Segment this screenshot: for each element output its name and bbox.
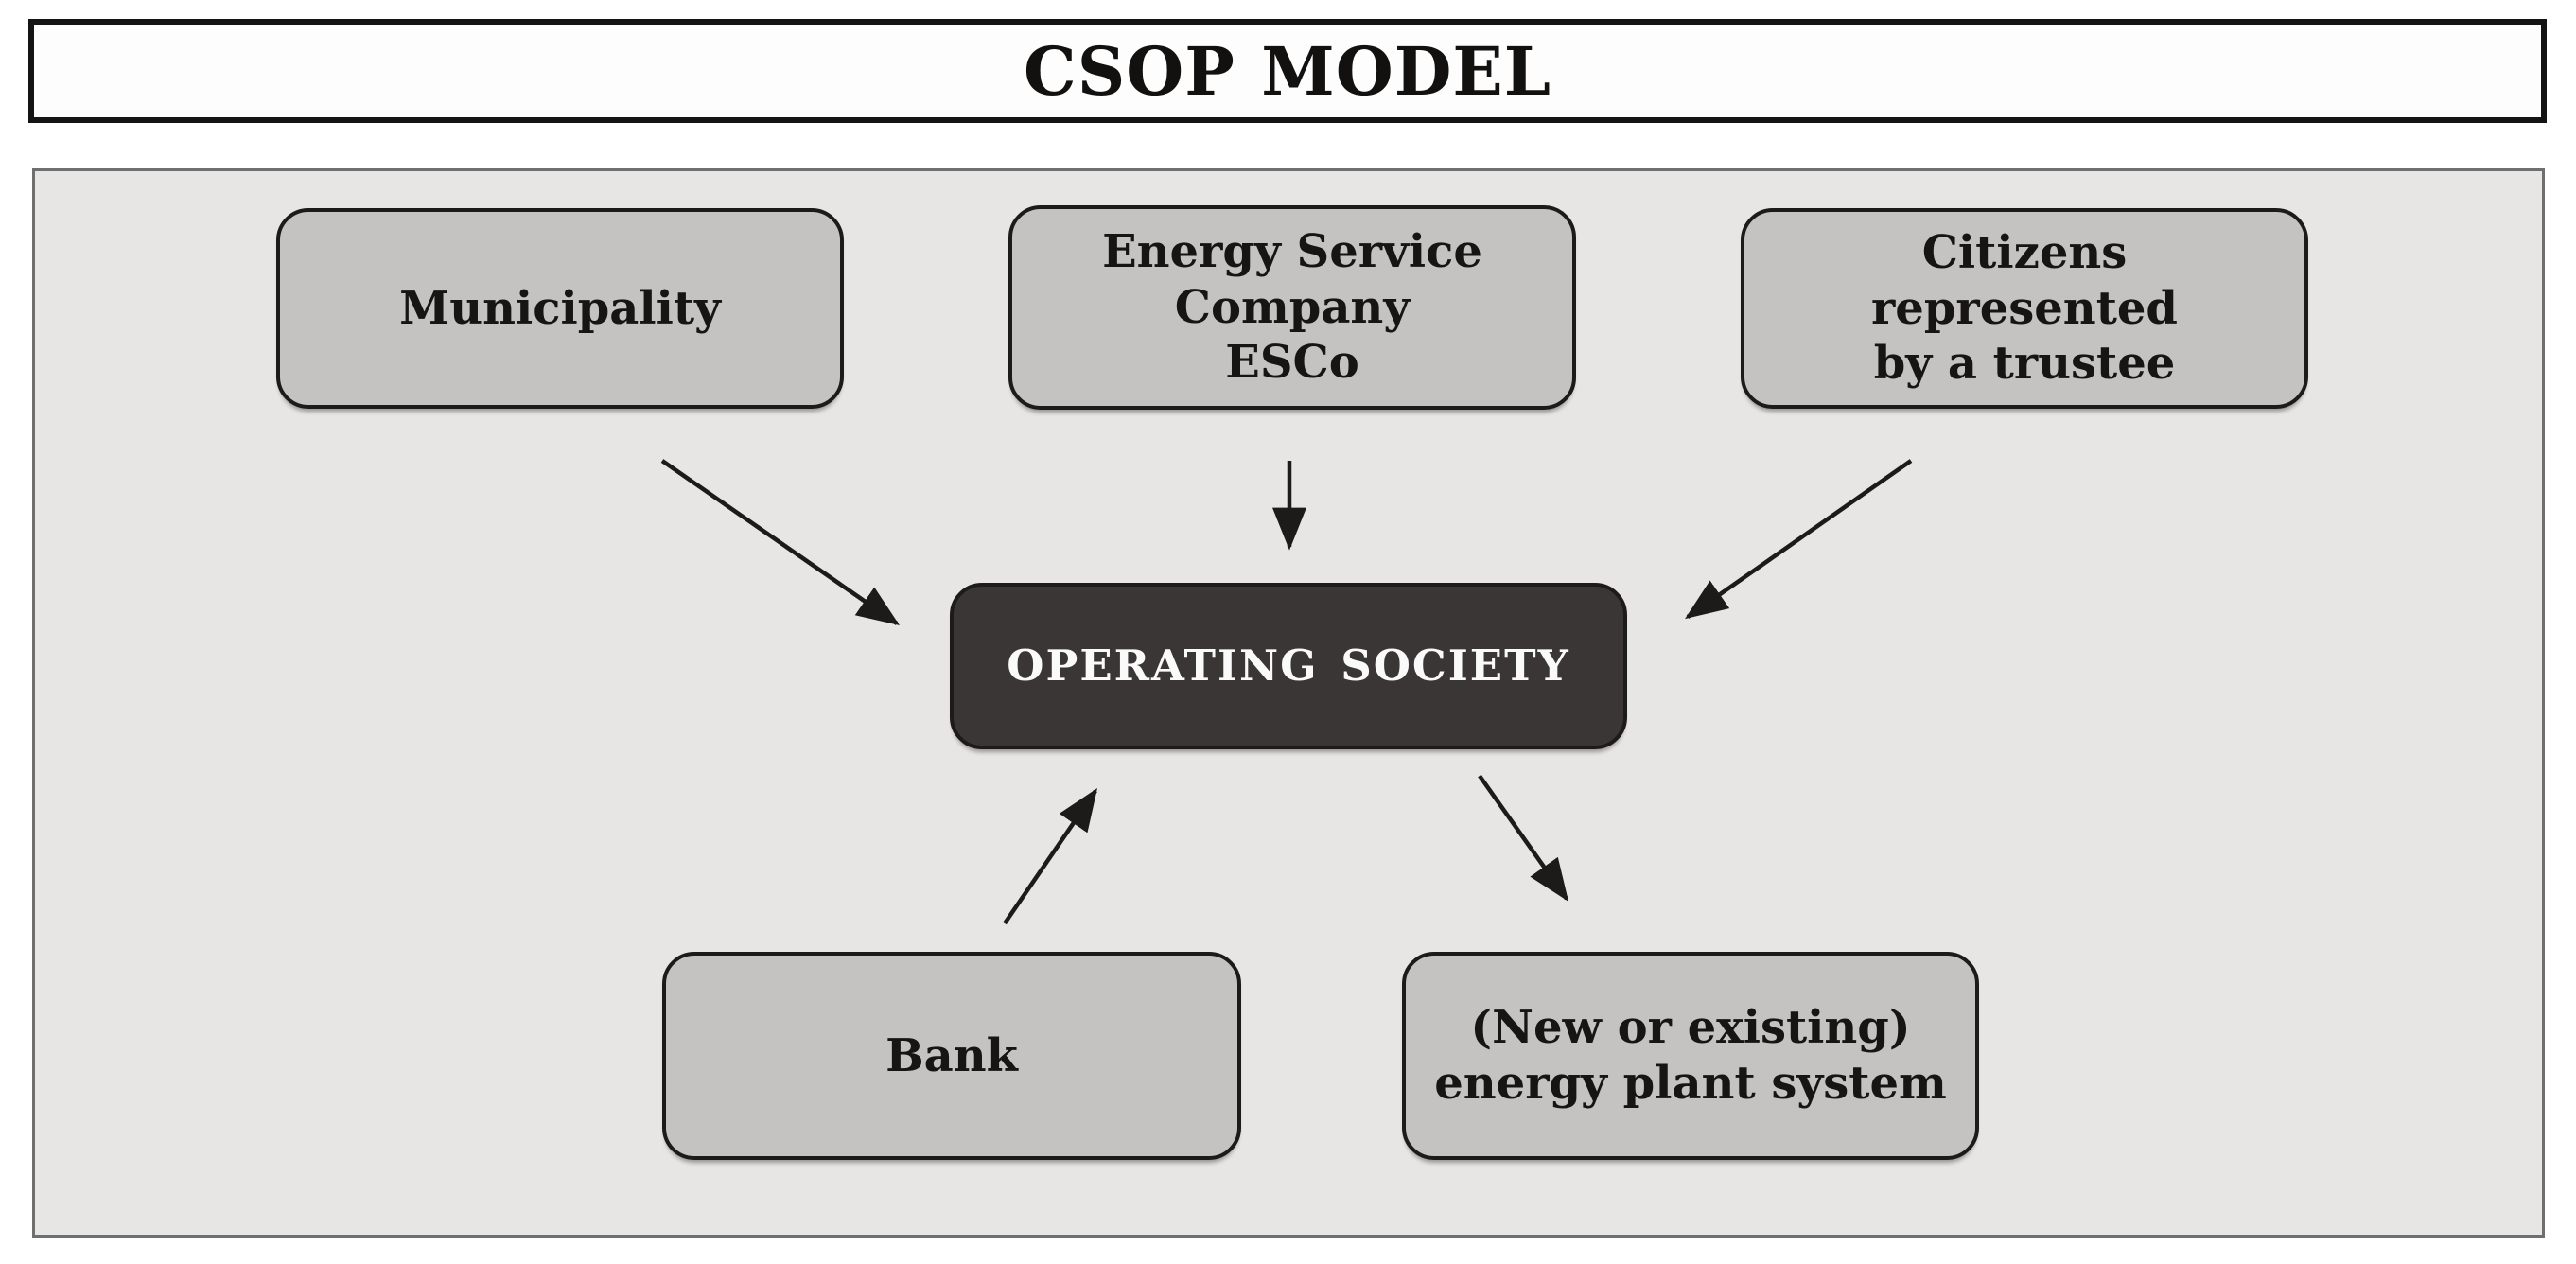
node-energy-plant-system-label: (New or existing) energy plant system (1434, 1001, 1947, 1110)
diagram-title-box: CSOP MODEL (28, 19, 2547, 123)
node-municipality-label: Municipality (399, 281, 721, 335)
node-citizens-trustee: Citizens represented by a trustee (1741, 208, 2308, 409)
diagram-title: CSOP MODEL (1024, 31, 1551, 111)
node-energy-plant-system: (New or existing) energy plant system (1402, 952, 1979, 1160)
node-energy-service-company: Energy Service Company ESCo (1008, 205, 1576, 410)
node-operating-society: OPERATING SOCIETY (950, 583, 1627, 749)
node-bank-label: Bank (885, 1028, 1018, 1082)
node-energy-service-company-label: Energy Service Company ESCo (1102, 225, 1482, 390)
node-municipality: Municipality (276, 208, 844, 409)
node-operating-society-label: OPERATING SOCIETY (1007, 640, 1570, 691)
node-citizens-trustee-label: Citizens represented by a trustee (1871, 226, 2178, 391)
node-bank: Bank (662, 952, 1241, 1160)
